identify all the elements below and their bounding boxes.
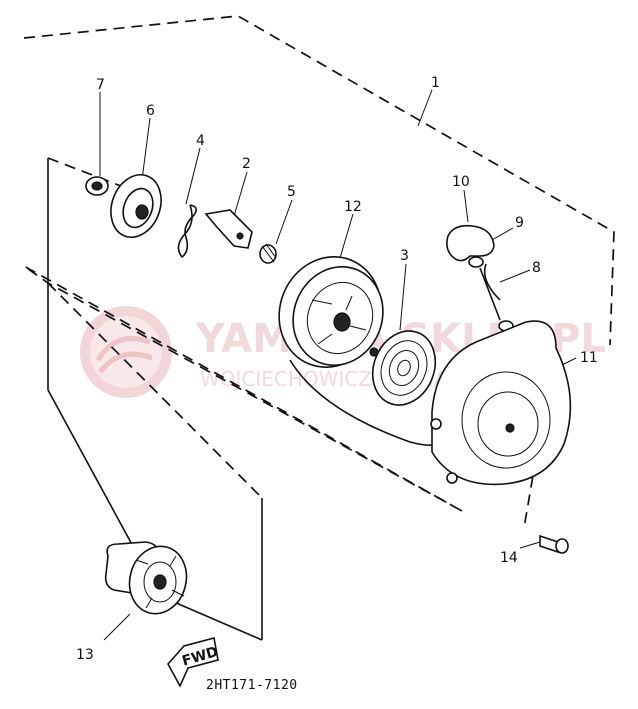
callout-14: 14 <box>500 550 518 566</box>
callout-6: 6 <box>146 103 155 119</box>
fwd-arrow-icon: FWD <box>167 637 220 688</box>
part-starter-pulley <box>104 541 188 615</box>
part-nut <box>85 176 109 196</box>
part-return-spring <box>259 243 277 264</box>
callout-7: 7 <box>96 77 105 93</box>
callout-2: 2 <box>242 156 251 172</box>
callout-4: 4 <box>196 133 205 149</box>
part-rope-guide <box>479 267 501 321</box>
part-bolt <box>539 534 569 554</box>
part-drive-plate <box>110 174 162 238</box>
callout-5: 5 <box>287 184 296 200</box>
callout-1: 1 <box>431 75 440 91</box>
part-pulley <box>278 256 384 368</box>
callout-9: 9 <box>515 215 524 231</box>
callout-8: 8 <box>532 260 541 276</box>
part-recoil-spring <box>369 330 437 406</box>
guide-line-lower <box>47 282 263 499</box>
drawing-number: 2HT171-7120 <box>206 678 298 693</box>
callout-12: 12 <box>344 199 362 215</box>
part-starter-handle <box>446 224 495 268</box>
callout-11: 11 <box>580 350 598 366</box>
part-starter-case <box>430 320 572 486</box>
part-pawl <box>204 209 253 249</box>
watermark-logo-icon <box>80 306 172 398</box>
callout-3: 3 <box>400 248 409 264</box>
part-spring-clip <box>177 204 198 259</box>
callout-13: 13 <box>76 647 94 663</box>
callout-10: 10 <box>452 174 470 190</box>
